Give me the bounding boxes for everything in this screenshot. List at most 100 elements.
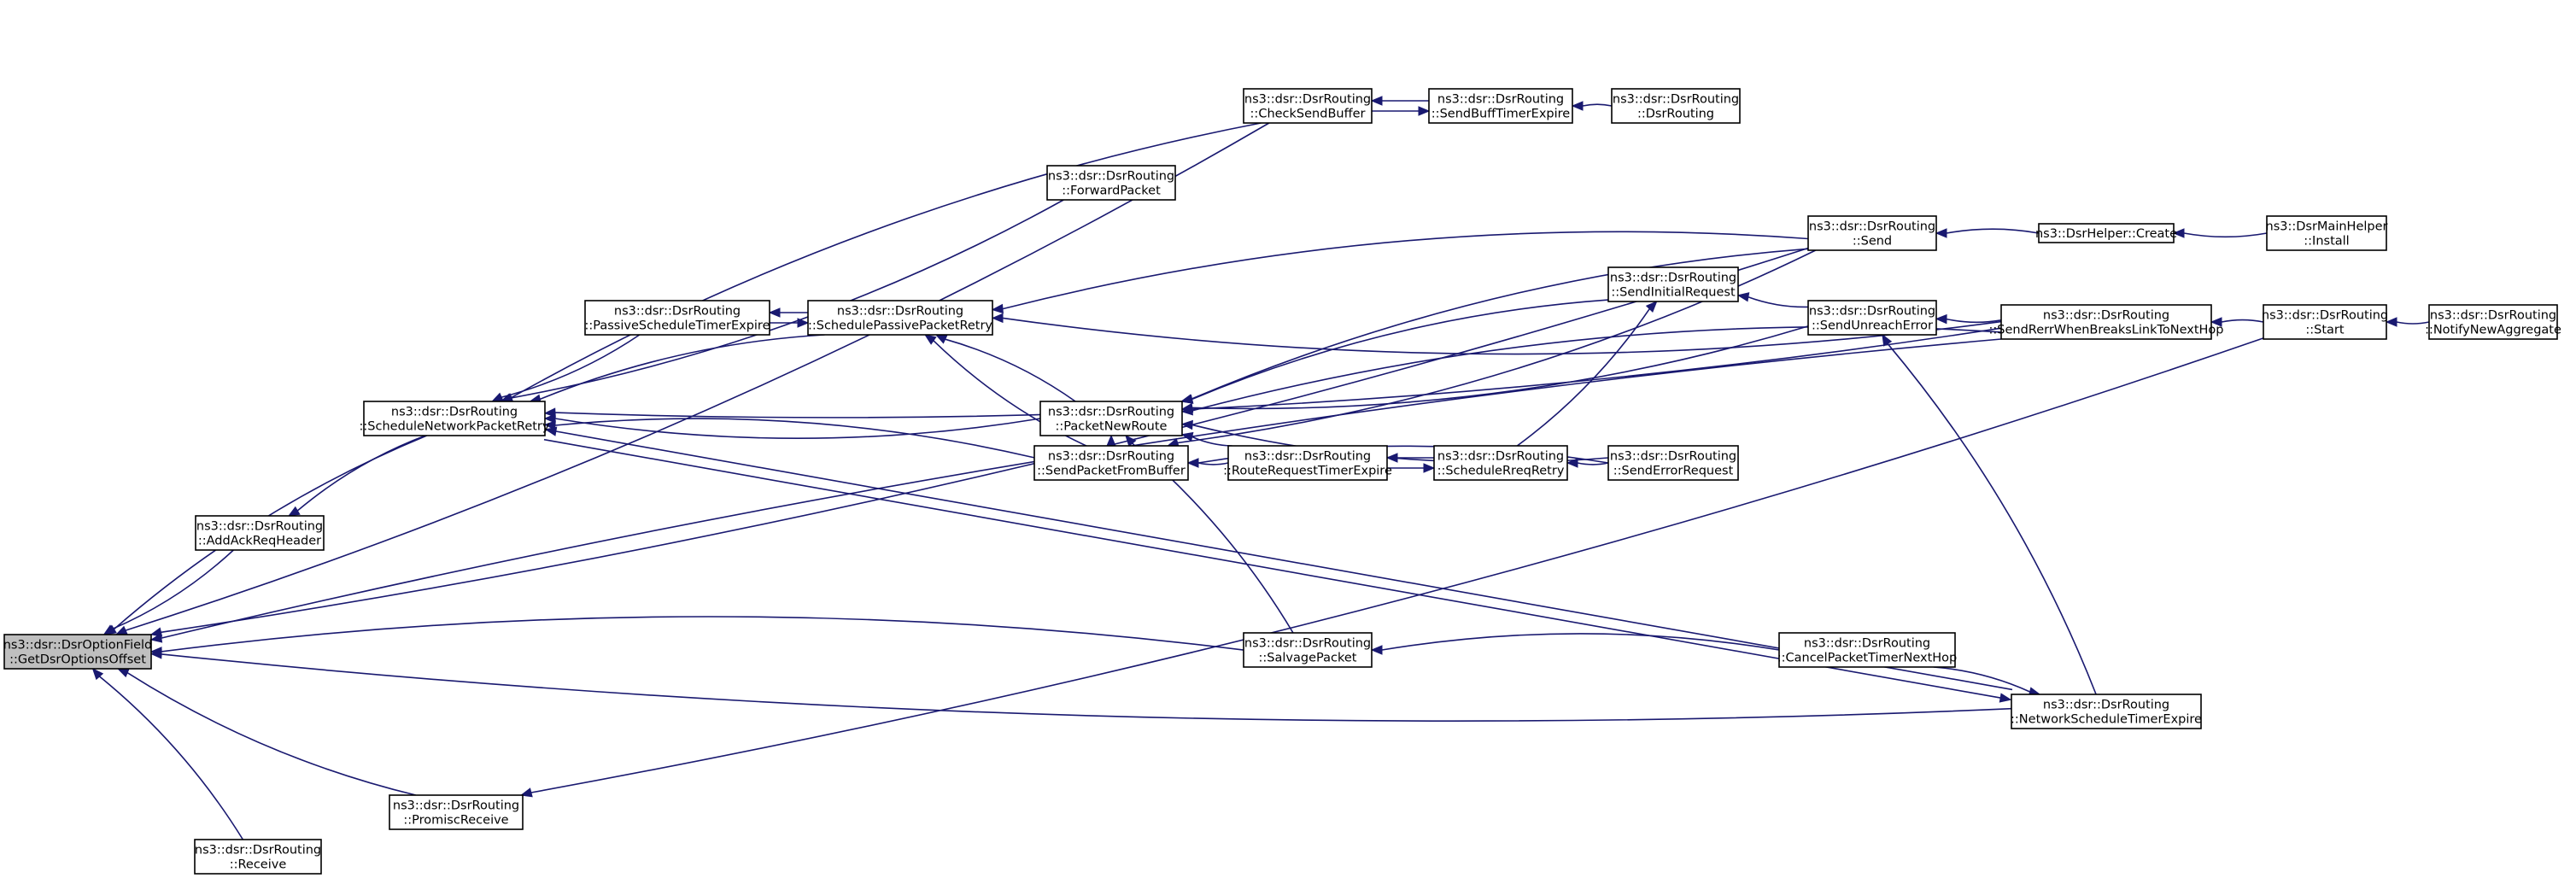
edge-line: [1582, 103, 1613, 107]
node-label: ::DsrRouting: [1637, 108, 1714, 121]
edge-line: [554, 418, 1041, 439]
graph-node[interactable]: ns3::dsr::DsrRouting::AddAckReqHeader: [195, 515, 325, 551]
graph-node[interactable]: ns3::dsr::DsrRouting::SendPacketFromBuff…: [1033, 445, 1189, 481]
edge-line: [161, 653, 2012, 722]
edge-line: [543, 438, 2001, 699]
arrowhead: [768, 307, 781, 318]
edge-n15-to-n16: [1516, 301, 1658, 447]
edge-line: [501, 334, 641, 398]
edge-line: [2183, 232, 2268, 238]
arrowhead: [149, 633, 163, 643]
node-box: [1807, 215, 1937, 251]
arrowhead: [1882, 333, 1893, 347]
node-label: ns3::dsr::DsrRouting: [837, 305, 963, 319]
edge-n10-to-n9: [1106, 434, 1116, 447]
node-label: ns3::dsr::DsrRouting: [1610, 450, 1736, 464]
edge-n26-to-n25: [2385, 317, 2430, 327]
edge-line: [1191, 325, 1809, 410]
node-label: ::CancelPacketTimerNextHop: [1777, 652, 1958, 665]
graph-node[interactable]: ns3::dsr::DsrRouting::Receive: [194, 839, 322, 875]
graph-node[interactable]: ns3::dsr::DsrRouting::SendUnreachError: [1807, 300, 1937, 336]
node-box: [1607, 445, 1739, 481]
edge-line: [1946, 318, 2002, 324]
graph-node[interactable]: ns3::dsr::DsrRouting::SendRerrWhenBreaks…: [1988, 304, 2224, 340]
arrowhead: [934, 334, 948, 344]
node-label: ns3::dsr::DsrRouting: [391, 406, 518, 419]
node-label: ns3::dsr::DsrRouting: [1048, 170, 1174, 184]
arrowhead: [797, 318, 810, 328]
arrowhead: [1566, 458, 1578, 468]
node-label: ::PromiscReceive: [403, 814, 508, 828]
edge-line: [2396, 321, 2430, 325]
graph-node[interactable]: ns3::dsr::DsrRouting::PassiveScheduleTim…: [584, 300, 770, 336]
arrowhead: [1370, 96, 1383, 106]
graph-node[interactable]: ns3::dsr::DsrRouting::SalvagePacket: [1243, 632, 1373, 668]
arrowhead: [1935, 228, 1947, 238]
arrowhead: [1999, 693, 2012, 703]
graph-node[interactable]: ns3::dsr::DsrRouting::CheckSendBuffer: [1243, 88, 1373, 124]
arrowhead: [543, 420, 556, 430]
node-label: ns3::dsr::DsrRouting: [1809, 220, 1935, 234]
arrowhead: [114, 625, 128, 635]
edge-n8-to-n12: [1372, 106, 1431, 116]
arrowhead: [544, 426, 558, 436]
arrowhead: [1106, 434, 1116, 447]
edge-line: [1191, 325, 2002, 412]
node-box: [2428, 304, 2558, 340]
graph-node[interactable]: ns3::DsrMainHelper::Install: [2266, 215, 2388, 251]
arrowhead: [2385, 317, 2397, 327]
edge-n23-to-n0: [149, 649, 2012, 722]
edge-n22-to-n6: [991, 313, 2002, 355]
graph-node[interactable]: ns3::dsr::DsrRouting::ForwardPacket: [1046, 165, 1176, 201]
node-box: [195, 515, 325, 551]
edge-line: [161, 338, 2002, 639]
arrowhead: [1186, 458, 1199, 468]
edge-line: [1577, 462, 1609, 465]
edge-n20-to-n11: [1370, 633, 1780, 655]
edge-n6-to-n5: [768, 307, 808, 318]
graph-node[interactable]: ns3::dsr::DsrRouting::Start: [2262, 304, 2388, 340]
graph-node[interactable]: ns3::dsr::DsrRouting::DsrRouting: [1611, 88, 1741, 124]
graph-node[interactable]: ns3::dsr::DsrRouting::CancelPacketTimerN…: [1777, 632, 1958, 668]
node-label: ns3::dsr::DsrRouting: [1804, 637, 1930, 651]
arrowhead: [991, 313, 1004, 324]
arrowhead: [1935, 313, 1947, 325]
arrowhead: [149, 649, 162, 659]
edge-n22-to-n0: [149, 338, 2002, 643]
graph-node[interactable]: ns3::dsr::DsrRouting::PromiscReceive: [389, 794, 524, 830]
node-label: ::SchedulePassivePacketRetry: [808, 319, 992, 333]
node-box: [2038, 223, 2175, 243]
graph-node[interactable]: ns3::dsr::DsrRouting::Send: [1807, 215, 1937, 251]
edge-line: [98, 676, 244, 840]
graph-node[interactable]: ns3::dsr::DsrRouting::NotifyNewAggregate: [2425, 304, 2561, 340]
graph-node[interactable]: ns3::DsrHelper::Create: [2035, 223, 2177, 243]
graph-node[interactable]: ns3::dsr::DsrRouting::RouteRequestTimerE…: [1223, 445, 1392, 481]
graph-node[interactable]: ns3::dsr::DsrRouting::ScheduleRreqRetry: [1433, 445, 1568, 481]
node-label: ::ScheduleRreqRetry: [1437, 465, 1565, 478]
node-label: ::Start: [2305, 324, 2345, 337]
graph-node[interactable]: ns3::dsr::DsrRouting::NetworkScheduleTim…: [2011, 694, 2202, 729]
node-label: ns3::dsr::DsrRouting: [614, 305, 741, 319]
edge-n22-to-n19: [1935, 313, 2002, 325]
node-box: [1807, 300, 1937, 336]
node-label: ns3::dsr::DsrRouting: [1048, 450, 1174, 464]
graph-node[interactable]: ns3::dsr::DsrRouting::SendInitialRequest: [1607, 266, 1739, 302]
node-box: [3, 634, 152, 670]
node-box: [1428, 88, 1573, 124]
edge-line: [554, 418, 1035, 459]
arrowhead: [2210, 317, 2222, 327]
edge-line: [511, 199, 1064, 399]
edge-n11-to-n0: [149, 616, 1244, 657]
graph-node[interactable]: ns3::dsr::DsrRouting::SendErrorRequest: [1607, 445, 1739, 481]
graph-node[interactable]: ns3::dsr::DsrRouting::SchedulePassivePac…: [807, 300, 993, 336]
node-label: ns3::dsr::DsrRouting: [195, 844, 321, 858]
node-label: ::SendUnreachError: [1812, 319, 1933, 333]
graph-node[interactable]: ns3::dsr::DsrRouting::SendBuffTimerExpir…: [1428, 88, 1573, 124]
node-label: ::Receive: [230, 858, 287, 872]
graph-node[interactable]: ns3::dsr::DsrOptionField::GetDsrOptionsO…: [3, 634, 153, 670]
node-label: ::CheckSendBuffer: [1250, 108, 1366, 121]
node-label: ::SendPacketFromBuffer: [1037, 465, 1186, 478]
graph-node[interactable]: ns3::dsr::DsrRouting::ScheduleNetworkPac…: [360, 401, 550, 436]
edge-n21-to-n18: [1935, 228, 2040, 238]
graph-node[interactable]: ns3::dsr::DsrRouting::PacketNewRoute: [1039, 401, 1183, 436]
